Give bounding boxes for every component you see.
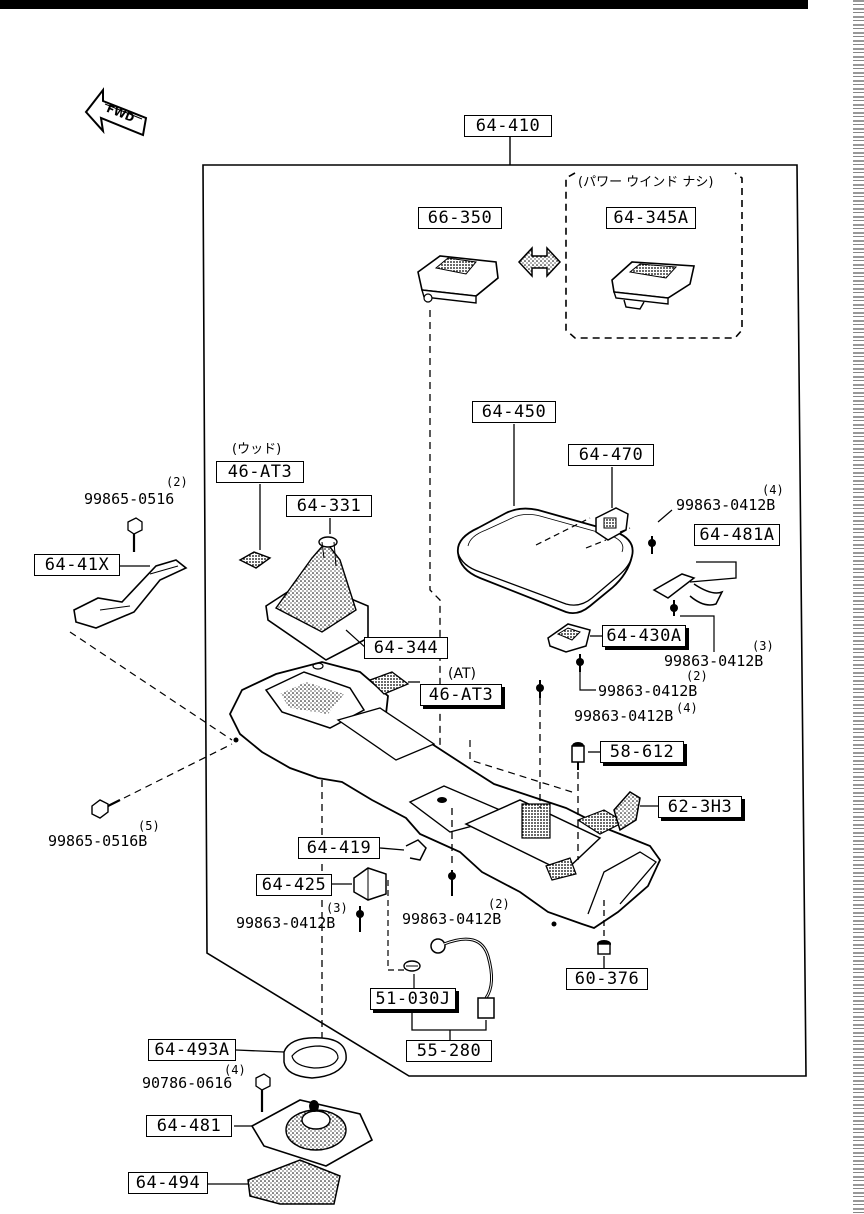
screw-icon	[536, 680, 544, 698]
ring-part	[283, 1037, 347, 1079]
screw-icon	[356, 906, 364, 932]
part-label-46-AT3-wood[interactable]: 46-AT3	[216, 461, 304, 483]
part-number-b6[interactable]: 99865-0516B	[48, 832, 148, 850]
part-number-b2[interactable]: 99863-0412B	[676, 496, 776, 514]
part-label-66-350[interactable]: 66-350	[418, 207, 502, 229]
qty-b1: (2)	[166, 475, 188, 489]
part-number-b5[interactable]: 99863-0412B	[574, 707, 674, 725]
qty-b4: (2)	[686, 669, 708, 683]
part-label-64-430A[interactable]: 64-430A	[602, 625, 686, 647]
note-power-window-nashi: (パワー ウインド ナシ)	[578, 175, 714, 190]
qty-b9: (4)	[224, 1063, 246, 1077]
boot-base-part	[250, 1099, 374, 1167]
qty-b3: (3)	[752, 639, 774, 653]
qty-b6: (5)	[138, 819, 160, 833]
part-label-64-425[interactable]: 64-425	[256, 874, 332, 896]
part-number-b4[interactable]: 99863-0412B	[598, 682, 698, 700]
part-label-62-3H3[interactable]: 62-3H3	[658, 796, 742, 818]
part-label-64-331[interactable]: 64-331	[286, 495, 372, 517]
interchange-arrow-icon	[517, 246, 562, 278]
qty-b8: (2)	[488, 897, 510, 911]
wood-trim-part	[238, 551, 272, 569]
part-number-b3[interactable]: 99863-0412B	[664, 652, 764, 670]
part-label-64-493A[interactable]: 64-493A	[148, 1039, 236, 1061]
part-number-b8[interactable]: 99863-0412B	[402, 910, 502, 928]
wire-harness-part	[430, 937, 495, 1019]
receptacle-part	[353, 867, 387, 901]
pad-part	[247, 1159, 341, 1205]
part-label-64-345A[interactable]: 64-345A	[606, 207, 696, 229]
top-border-bar	[0, 0, 808, 9]
cap-part	[597, 940, 611, 955]
part-label-46-AT3-at[interactable]: 46-AT3	[420, 684, 502, 706]
part-label-64-419[interactable]: 64-419	[298, 837, 380, 859]
screw-icon	[448, 870, 456, 896]
bolt-icon	[91, 799, 121, 819]
part-label-64-470[interactable]: 64-470	[568, 444, 654, 466]
clip-part	[405, 839, 427, 861]
qty-b2: (4)	[762, 483, 784, 497]
part-label-55-280[interactable]: 55-280	[406, 1040, 492, 1062]
part-label-64-481[interactable]: 64-481	[146, 1115, 232, 1137]
bolt-icon	[255, 1073, 271, 1112]
part-label-64-481A[interactable]: 64-481A	[694, 524, 780, 546]
part-number-b9[interactable]: 90786-0616	[142, 1074, 233, 1092]
hinge-part	[652, 573, 724, 606]
bolt-icon	[127, 517, 143, 552]
part-label-51-030J[interactable]: 51-030J	[370, 988, 456, 1010]
alt-part-group-box	[565, 172, 743, 339]
switch-panel-part	[417, 255, 499, 304]
shift-boot-part	[265, 536, 369, 661]
screw-icon	[576, 654, 584, 672]
lamp-part	[571, 742, 585, 770]
part-label-60-376[interactable]: 60-376	[566, 968, 648, 990]
assembly-outline	[202, 164, 807, 1077]
part-label-64-410[interactable]: 64-410	[464, 115, 552, 137]
part-number-b7[interactable]: 99863-0412B	[236, 914, 336, 932]
fwd-arrow-icon	[84, 87, 148, 137]
screw-icon	[648, 536, 656, 554]
part-label-64-450[interactable]: 64-450	[472, 401, 556, 423]
qty-b5: (4)	[676, 701, 698, 715]
screw-icon	[670, 600, 678, 616]
part-number-b1[interactable]: 99865-0516	[84, 490, 175, 508]
armrest-lid-part	[456, 507, 634, 615]
bracket-part	[547, 623, 591, 653]
part-label-64-344[interactable]: 64-344	[364, 637, 448, 659]
note-at: (AT)	[448, 666, 476, 682]
cover-panel-part	[611, 261, 695, 310]
bulb-part	[403, 960, 421, 972]
clip-part	[613, 791, 641, 832]
scan-edge	[853, 0, 864, 1214]
support-bracket-part	[73, 559, 188, 629]
qty-b7: (3)	[326, 901, 348, 915]
part-label-64-41X[interactable]: 64-41X	[34, 554, 120, 576]
at-panel-part	[368, 671, 410, 695]
part-label-58-612[interactable]: 58-612	[600, 741, 684, 763]
note-wood: (ウッド)	[232, 442, 282, 457]
part-label-64-494[interactable]: 64-494	[128, 1172, 208, 1194]
center-console-part	[228, 661, 662, 929]
